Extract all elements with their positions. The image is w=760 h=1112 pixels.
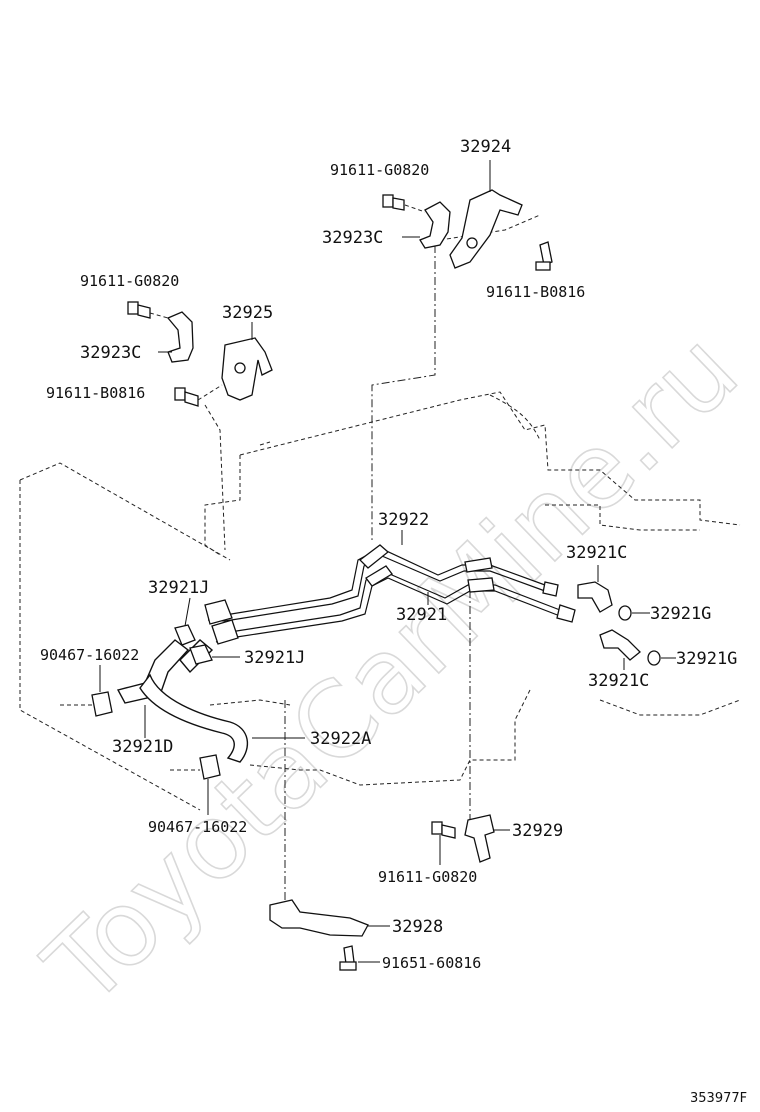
label-90467-16022-top: 90467-16022 [40,646,139,664]
part-labels: 32924 91611-G0820 32923C 91611-B0816 916… [40,137,737,972]
label-91611-g0820-left: 91611-G0820 [80,272,179,290]
union-32921c-bottom [599,629,641,670]
label-32928: 32928 [392,917,443,937]
label-32921: 32921 [396,605,447,625]
label-91611-g0820-bottom: 91611-G0820 [378,868,477,886]
label-32921g-bottom: 32921G [676,649,737,669]
bracket-32924 [449,160,523,269]
figure-code: 353977F [690,1091,747,1106]
label-32921c-top: 32921C [566,543,627,563]
label-32921c-bottom: 32921C [588,671,649,691]
label-32923c-top: 32923C [322,228,383,248]
gasket-32921g-top [618,605,650,621]
bolt-91611-g0820-left [127,301,169,319]
label-32921j-top: 32921J [148,578,209,598]
pipe-front-ends [204,599,239,645]
label-91611-g0820-top: 91611-G0820 [330,161,429,179]
label-32921d: 32921D [112,737,173,757]
label-91651-60816: 91651-60816 [382,954,481,972]
clamp-32923c-top [402,201,451,249]
label-32924: 32924 [460,137,511,157]
label-32929: 32929 [512,821,563,841]
bolt-91651-60816 [339,945,380,971]
label-90467-16022-bottom: 90467-16022 [148,818,247,836]
clamp-90467-16022-top [91,665,113,717]
clamp-32923c-left [158,311,194,363]
label-32922a: 32922A [310,729,371,749]
label-32921g-top: 32921G [650,604,711,624]
hose-32921d [116,639,190,738]
bolt-91611-g0820-top [382,194,426,213]
pipe-32921 [229,565,576,639]
clamp-90467-16022-bottom [199,754,221,815]
label-32925: 32925 [222,303,273,323]
label-32921j-bottom: 32921J [244,648,305,668]
label-91611-b0816-top: 91611-B0816 [486,283,585,301]
bolt-91611-g0820-bottom [431,821,456,865]
label-91611-b0816-left: 91611-B0816 [46,384,145,402]
union-32921c-top [577,565,613,613]
clip-32921j-bottom [189,644,240,665]
label-32923c-left: 32923C [80,343,141,363]
clip-32921j-top [174,597,196,646]
bracket-32925 [221,322,273,401]
bracket-32929 [464,814,510,863]
bolt-91611-b0816-left [174,384,223,407]
bolt-91611-b0816-top [535,241,553,271]
label-32922: 32922 [378,510,429,530]
bracket-32928 [269,899,390,937]
pipe-32922 [224,530,559,622]
gasket-32921g-bottom [647,650,676,666]
